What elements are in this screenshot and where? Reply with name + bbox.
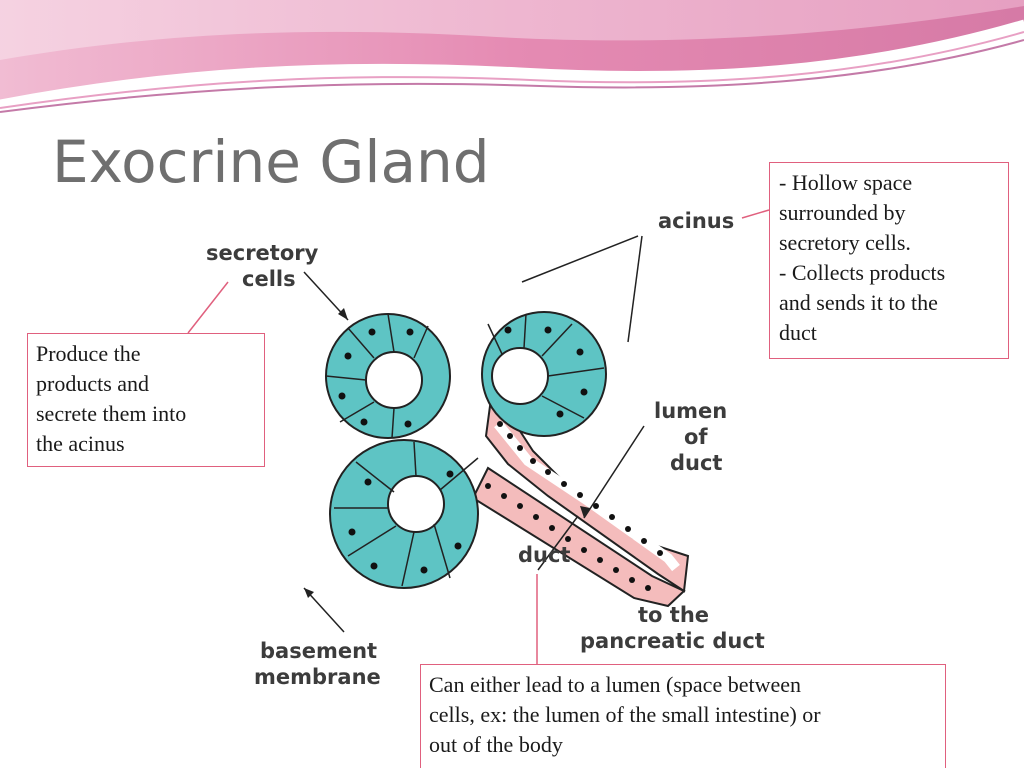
label-to-pancreatic-duct-line1: to the [638, 603, 709, 627]
duct-nuclei [485, 421, 663, 591]
callout-acinus-line: and sends it to the [779, 290, 938, 315]
callout-acinus-line: surrounded by [779, 200, 906, 225]
callout-secretory-line: Produce the [36, 341, 141, 366]
callout-acinus-description: - Hollow space surrounded by secretory c… [769, 162, 1009, 359]
callout-duct-description: Can either lead to a lumen (space betwee… [420, 664, 946, 768]
callout-secretory-line: products and [36, 371, 150, 396]
diagram-leader-lines [303, 235, 645, 633]
acinus-upper-left-nuclei [338, 328, 414, 428]
slide-title: Exocrine Gland [52, 128, 490, 196]
acinus-upper-right-nuclei [504, 326, 588, 418]
callout-acinus-line: - Hollow space [779, 170, 913, 195]
label-lumen-of-duct-line2: of [684, 425, 708, 449]
callout-secretory-line: secrete them into [36, 401, 187, 426]
acinus-lower-nuclei [348, 470, 462, 574]
label-duct: duct [518, 543, 570, 567]
label-lumen-of-duct-line3: duct [670, 451, 722, 475]
label-secretory-cells-line2: cells [242, 267, 296, 291]
diagram-arrowheads [304, 308, 590, 598]
acinus-upper-left-lumen [365, 351, 423, 409]
label-secretory-cells-line1: secretory [206, 241, 319, 265]
acinus-upper-right-cell-walls [487, 313, 605, 419]
acinus-upper-right-lumen [491, 347, 549, 405]
callout-acinus-line: - Collects products [779, 260, 946, 285]
callout-acinus-line: duct [779, 320, 817, 345]
callout-secretory-cells-description: Produce the products and secrete them in… [27, 333, 265, 467]
acinus-upper-left-cell-walls [325, 313, 429, 439]
acinus-lower-cell-walls [334, 441, 479, 587]
header-wave-decoration [0, 0, 1024, 113]
label-basement-membrane-line1: basement [260, 639, 377, 663]
label-acinus: acinus [658, 209, 734, 233]
label-lumen-of-duct-line1: lumen [654, 399, 727, 423]
callout-duct-line: out of the body [429, 732, 563, 757]
callout-duct-line: Can either lead to a lumen (space betwee… [429, 672, 802, 697]
acinus-lower-lumen [387, 475, 445, 533]
callout-duct-line: cells, ex: the lumen of the small intest… [429, 702, 821, 727]
label-basement-membrane-line2: membrane [254, 665, 381, 689]
exocrine-gland-diagram: secretory cells acinus lumen of duct duc… [206, 209, 765, 689]
label-to-pancreatic-duct-line2: pancreatic duct [580, 629, 765, 653]
callout-secretory-line: the acinus [36, 431, 125, 456]
callout-acinus-line: secretory cells. [779, 230, 911, 255]
